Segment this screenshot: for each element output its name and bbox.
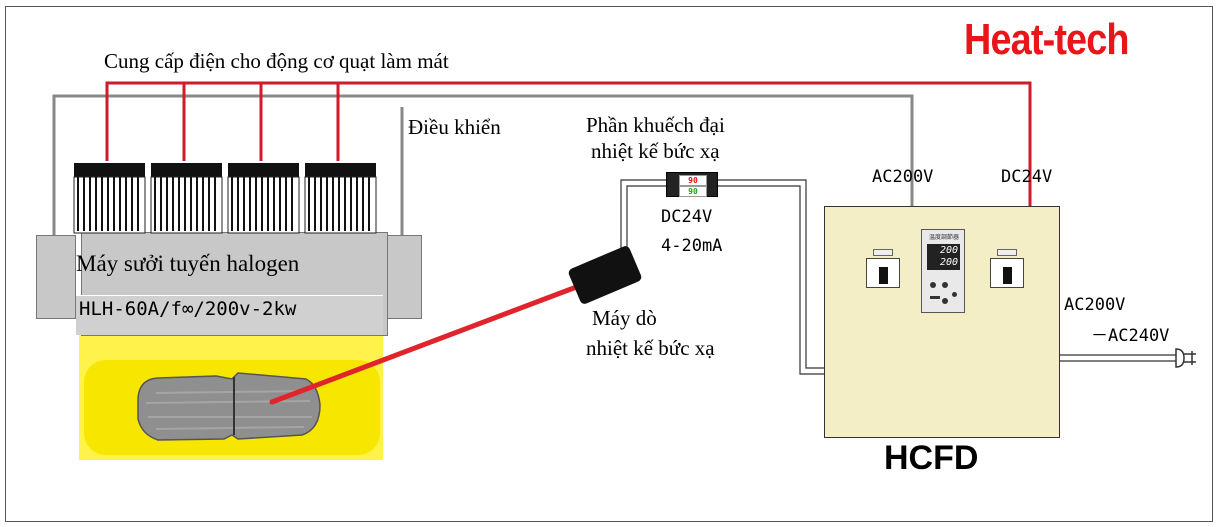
radiation-thermometer-amplifier: 90 90 bbox=[666, 172, 718, 197]
supply-label-line1: AC200V bbox=[1064, 295, 1126, 315]
control-label: Điều khiển bbox=[408, 115, 501, 139]
heater-fin-blocks bbox=[73, 163, 377, 234]
fin-block bbox=[227, 163, 300, 234]
supply-cable bbox=[1060, 354, 1176, 362]
panel-button-row bbox=[928, 278, 960, 308]
sensor-label-line1: Máy dò bbox=[592, 306, 657, 330]
ac200v-input-label: AC200V bbox=[872, 167, 934, 187]
heater-model-plate bbox=[76, 295, 383, 335]
fan-power-label: Cung cấp điện cho động cơ quạt làm mát bbox=[104, 49, 449, 73]
brand-logo: Heat-tech bbox=[964, 15, 1130, 64]
heater-name-label: Máy sưởi tuyến halogen bbox=[76, 251, 300, 276]
temperature-controller-panel: 温度調節器 200 200 bbox=[921, 229, 965, 313]
ir-beam bbox=[269, 280, 590, 405]
fin-block bbox=[150, 163, 223, 234]
panel-sv-value: 200 bbox=[939, 257, 958, 268]
panel-pv-value: 200 bbox=[939, 245, 958, 256]
panel-key bbox=[942, 298, 948, 304]
dc24v-output-label: DC24V bbox=[1001, 167, 1053, 187]
panel-title: 温度調節器 bbox=[928, 234, 959, 241]
sensor-label-line2: nhiệt kế bức xạ bbox=[586, 336, 715, 360]
panel-key bbox=[930, 282, 936, 288]
amp-display-bottom: 90 bbox=[679, 186, 707, 197]
heater-right-cap bbox=[382, 235, 422, 319]
controller-name-label: HCFD bbox=[884, 439, 979, 477]
signal-range-label: 4-20mA bbox=[661, 236, 723, 256]
supply-label-line2: －AC240V bbox=[1091, 326, 1170, 346]
panel-pv-display: 200 200 bbox=[927, 244, 960, 270]
diagram-frame: 温度調節器 200 200 bbox=[5, 6, 1213, 522]
plug-icon bbox=[1175, 348, 1196, 368]
signal-cable bbox=[620, 179, 824, 375]
amp-display-top: 90 bbox=[679, 175, 707, 186]
amplifier-label-line2: nhiệt kế bức xạ bbox=[591, 139, 720, 163]
fin-block bbox=[304, 163, 377, 234]
signal-voltage-label: DC24V bbox=[661, 207, 713, 227]
heater-left-cap bbox=[36, 235, 76, 319]
panel-key bbox=[942, 282, 948, 288]
fin-block bbox=[73, 163, 146, 234]
amplifier-label-line1: Phần khuếch đại bbox=[586, 113, 725, 137]
panel-key bbox=[952, 292, 957, 297]
wiring-diagram bbox=[52, 81, 1196, 441]
panel-key bbox=[930, 296, 940, 299]
right-outlet-icon bbox=[990, 249, 1024, 288]
control-wire bbox=[52, 94, 914, 235]
left-outlet-icon bbox=[866, 249, 900, 288]
fan-power-wire bbox=[105, 81, 1032, 206]
brake-pad-workpiece bbox=[137, 372, 321, 441]
heater-model-label: HLH-60A/f∞/200v-2kw bbox=[79, 298, 297, 320]
